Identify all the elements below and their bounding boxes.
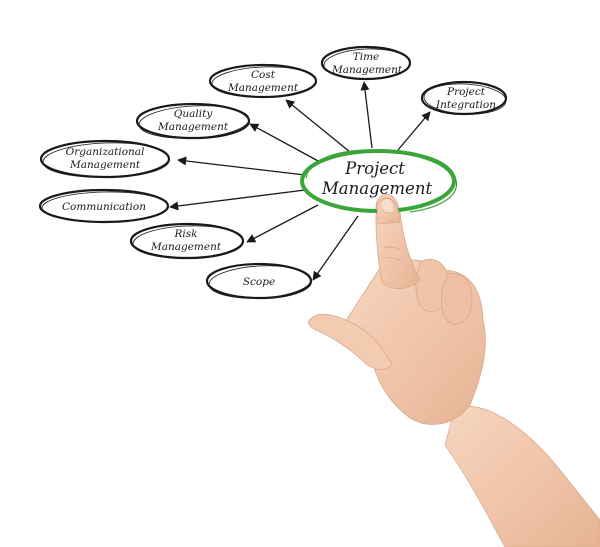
node-quality-line1: Quality xyxy=(174,108,214,120)
fingertip-overlay xyxy=(376,197,401,225)
arrow-to-cost xyxy=(285,99,351,153)
node-time: Time Management xyxy=(320,45,412,81)
center-node-line1: Project xyxy=(344,159,405,178)
node-integration-line1: Project xyxy=(446,86,486,98)
node-risk: Risk Management xyxy=(129,222,245,260)
node-integration-line2: Integration xyxy=(435,99,496,111)
arrow-to-quality xyxy=(249,123,321,163)
node-organizational-line2: Management xyxy=(69,159,141,171)
node-cost-line2: Management xyxy=(227,82,299,94)
node-risk-line2: Management xyxy=(150,241,222,253)
node-communication-line1: Communication xyxy=(62,201,146,213)
node-time-line1: Time xyxy=(353,51,380,63)
arrow-to-integration xyxy=(397,111,431,151)
node-risk-line1: Risk xyxy=(173,228,197,240)
connector-arrows xyxy=(169,81,431,281)
arrow-to-scope xyxy=(312,215,359,281)
node-organizational-line1: Organizational xyxy=(66,146,145,158)
arrow-to-time xyxy=(360,81,373,149)
node-communication: Communication xyxy=(38,188,170,224)
node-quality: Quality Management xyxy=(135,102,251,140)
node-cost-line1: Cost xyxy=(251,69,276,81)
arrow-to-risk xyxy=(246,204,319,243)
node-cost: Cost Management xyxy=(208,63,318,99)
arrow-to-communication xyxy=(169,189,306,211)
node-quality-line2: Management xyxy=(157,121,229,133)
node-scope: Scope xyxy=(205,262,313,300)
node-integration: Project Integration xyxy=(420,80,508,116)
node-time-line2: Management xyxy=(331,64,403,76)
arrow-to-organizational xyxy=(177,156,306,176)
node-organizational: Organizational Management xyxy=(39,139,171,179)
center-node-line2: Management xyxy=(321,179,433,198)
node-scope-line1: Scope xyxy=(243,276,275,288)
pointing-hand-image xyxy=(308,194,600,547)
